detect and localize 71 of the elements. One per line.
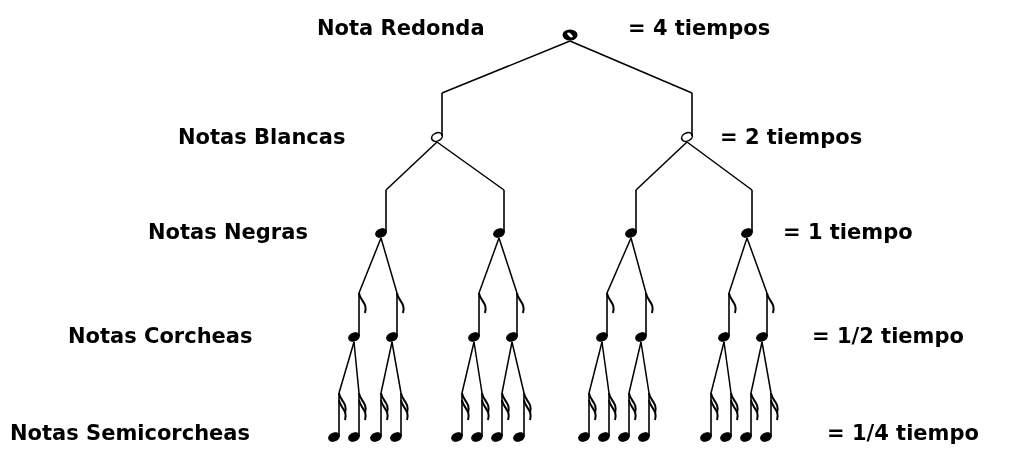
duration-label: = 1 tiempo — [783, 219, 913, 245]
quarter-note-icon — [493, 190, 506, 238]
row-label: Notas Negras — [148, 219, 308, 245]
connector-line — [686, 141, 753, 191]
sixteenth-note-icon — [328, 393, 348, 442]
connector-line — [380, 341, 393, 394]
connector-line — [338, 341, 355, 394]
sixteenth-note-icon — [348, 393, 368, 442]
connector-line — [436, 141, 505, 191]
duration-label: = 1/4 tiempo — [827, 420, 979, 446]
connector-line — [385, 141, 438, 191]
connector-line — [498, 237, 518, 294]
connector-line — [728, 237, 748, 294]
half-note-icon — [681, 93, 694, 142]
eighth-note-icon — [386, 293, 406, 342]
eighth-note-icon — [348, 293, 368, 342]
row-label: Nota Redonda — [317, 15, 485, 41]
connector-line — [630, 237, 647, 294]
connector-line — [501, 341, 513, 394]
sixteenth-note-icon — [370, 393, 390, 442]
sixteenth-note-icon — [740, 393, 760, 442]
connector-line — [628, 341, 642, 394]
sixteenth-note-icon — [390, 393, 410, 442]
eighth-note-icon — [468, 293, 488, 342]
duration-label: = 1/2 tiempo — [812, 323, 964, 349]
connector-line — [380, 237, 398, 294]
sixteenth-note-icon — [471, 393, 491, 442]
connector-line — [606, 237, 632, 294]
connector-line — [569, 40, 693, 94]
eighth-note-icon — [596, 293, 616, 342]
connector-line — [588, 341, 603, 394]
duration-label: = 4 tiempos — [628, 15, 771, 41]
connector-line — [441, 40, 571, 94]
quarter-note-icon — [741, 190, 754, 238]
sixteenth-note-icon — [513, 393, 533, 442]
sixteenth-note-icon — [638, 393, 658, 442]
eighth-note-icon — [756, 293, 776, 342]
connector-line — [723, 341, 732, 394]
whole-note-icon — [562, 29, 578, 41]
connector-line — [640, 341, 650, 394]
sixteenth-note-icon — [598, 393, 618, 442]
connector-line — [391, 341, 402, 394]
row-label: Notas Blancas — [178, 124, 346, 150]
sixteenth-note-icon — [618, 393, 638, 442]
sixteenth-note-icon — [760, 393, 780, 442]
sixteenth-note-icon — [578, 393, 598, 442]
connector-line — [353, 341, 360, 394]
eighth-note-icon — [506, 293, 526, 342]
connector-line — [473, 341, 483, 394]
connector-line — [750, 341, 763, 394]
sixteenth-note-icon — [491, 393, 511, 442]
row-label: Notas Corcheas — [68, 323, 253, 349]
connector-line — [635, 141, 688, 191]
sixteenth-note-icon — [700, 393, 720, 442]
duration-label: = 2 tiempos — [720, 124, 863, 150]
eighth-note-icon — [718, 293, 738, 342]
connector-line — [358, 237, 382, 294]
half-note-icon — [431, 93, 444, 142]
connector-line — [746, 237, 768, 294]
sixteenth-note-icon — [720, 393, 740, 442]
quarter-note-icon — [375, 190, 388, 238]
connector-line — [601, 341, 610, 394]
connector-line — [461, 341, 475, 394]
eighth-note-icon — [635, 293, 655, 342]
sixteenth-note-icon — [451, 393, 471, 442]
connector-line — [478, 237, 500, 294]
connector-line — [761, 341, 772, 394]
connector-line — [511, 341, 525, 394]
quarter-note-icon — [625, 190, 638, 238]
row-label: Notas Semicorcheas — [10, 420, 250, 446]
connector-line — [710, 341, 725, 394]
